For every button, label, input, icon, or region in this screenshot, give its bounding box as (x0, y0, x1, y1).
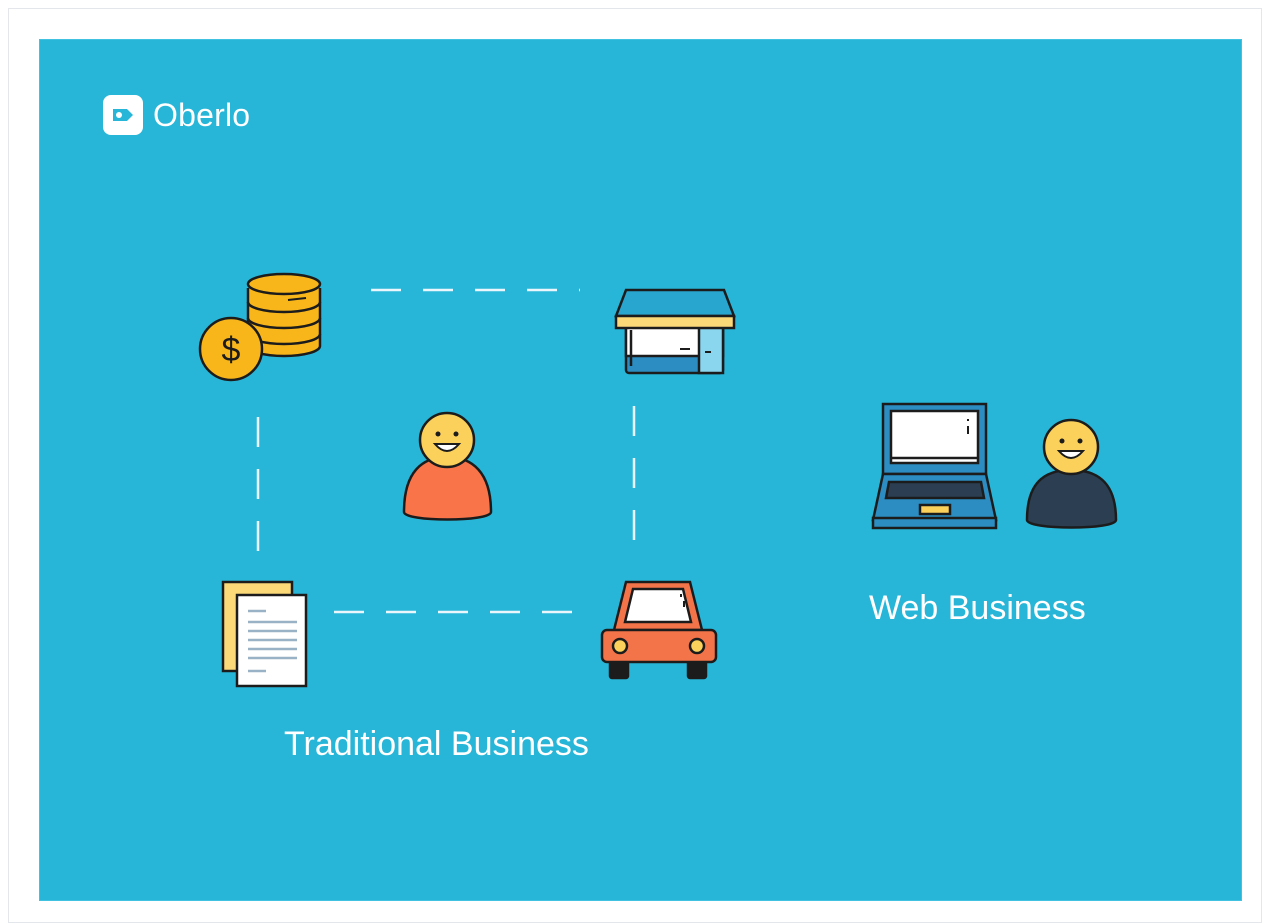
documents-icon (221, 580, 308, 688)
connector-lines (256, 288, 636, 614)
delivery-car-icon (600, 580, 718, 680)
laptop-icon (871, 402, 998, 530)
illustration-panel (39, 39, 1242, 901)
person-icon (402, 411, 493, 521)
storefront-icon (614, 288, 736, 375)
person-icon (1025, 418, 1118, 529)
svg-text:$: $ (222, 331, 241, 369)
traditional-business-label: Traditional Business (284, 725, 589, 763)
oberlo-logo: Oberlo (103, 95, 250, 135)
brand-name: Oberlo (153, 96, 251, 133)
web-business-label: Web Business (869, 589, 1086, 627)
dollar-coin-icon: $ (198, 316, 264, 382)
tag-icon (103, 95, 143, 135)
